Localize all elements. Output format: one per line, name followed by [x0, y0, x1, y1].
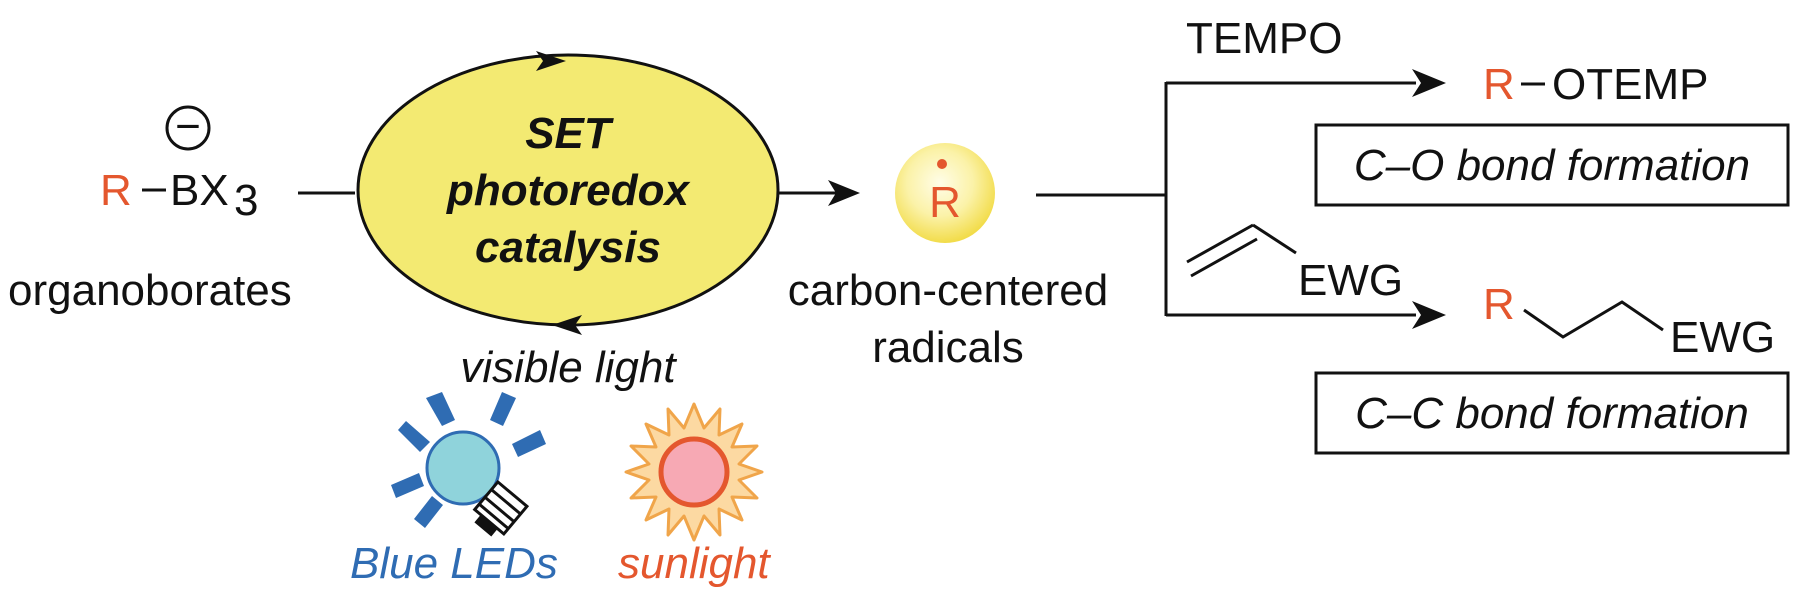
- organoborates-caption: organoborates: [8, 266, 292, 315]
- radical-sphere: [895, 143, 995, 243]
- top-product-rest: OTEMP: [1552, 60, 1708, 109]
- bottom-product-r-label: R: [1483, 280, 1515, 329]
- reactant-boron-label: BX: [170, 166, 229, 215]
- blue-leds-label: Blue LEDs: [350, 539, 558, 588]
- carbon-radical: R carbon-centered radicals: [788, 143, 1108, 372]
- radical-caption-line-1: carbon-centered: [788, 266, 1108, 315]
- top-arrowhead: [1412, 69, 1446, 97]
- catalyst-line-3: catalysis: [475, 223, 661, 272]
- catalyst-to-radical-arrowhead: [828, 180, 860, 206]
- giese-product: R EWG: [1483, 280, 1775, 362]
- sunlight-icon: [624, 402, 764, 542]
- cc-bond-box: [1314, 371, 1790, 455]
- blue-led-icon: [391, 392, 546, 537]
- cycle-arrowhead-top: [536, 51, 566, 71]
- top-product-r-label: R: [1483, 60, 1515, 109]
- bottom-product-ewg-label: EWG: [1670, 313, 1775, 362]
- negative-charge-circle: [165, 105, 211, 151]
- reactant-subscript: 3: [234, 176, 258, 225]
- otemp-product: R OTEMP: [1483, 60, 1708, 109]
- catalyst-line-2: photoredox: [446, 166, 691, 215]
- alkene-reagent: EWG: [1186, 223, 1403, 305]
- bottom-arrowhead: [1412, 301, 1446, 329]
- alkene-ewg-label: EWG: [1298, 256, 1403, 305]
- branching-arrows: [1036, 69, 1446, 329]
- catalyst-line-1: SET: [525, 109, 614, 158]
- photoredox-catalyst: SET photoredox catalysis: [356, 51, 780, 335]
- radical-dot: [937, 159, 947, 169]
- sunlight-label: sunlight: [618, 539, 771, 588]
- reactant-r-label: R: [100, 166, 132, 215]
- co-bond-box: [1314, 123, 1790, 207]
- cycle-arrowhead-bottom: [552, 315, 582, 335]
- radical-caption-line-2: radicals: [872, 323, 1024, 372]
- negative-charge-symbol: −: [175, 102, 201, 151]
- organoborate-reactant: − R BX 3 organoborates: [8, 102, 292, 315]
- cc-bond-formation-label: C–C bond formation: [1355, 389, 1749, 438]
- visible-light-label: visible light: [460, 343, 677, 392]
- co-bond-formation-label: C–O bond formation: [1354, 141, 1750, 190]
- tempo-reagent-label: TEMPO: [1186, 14, 1342, 63]
- radical-symbol: R: [929, 178, 961, 227]
